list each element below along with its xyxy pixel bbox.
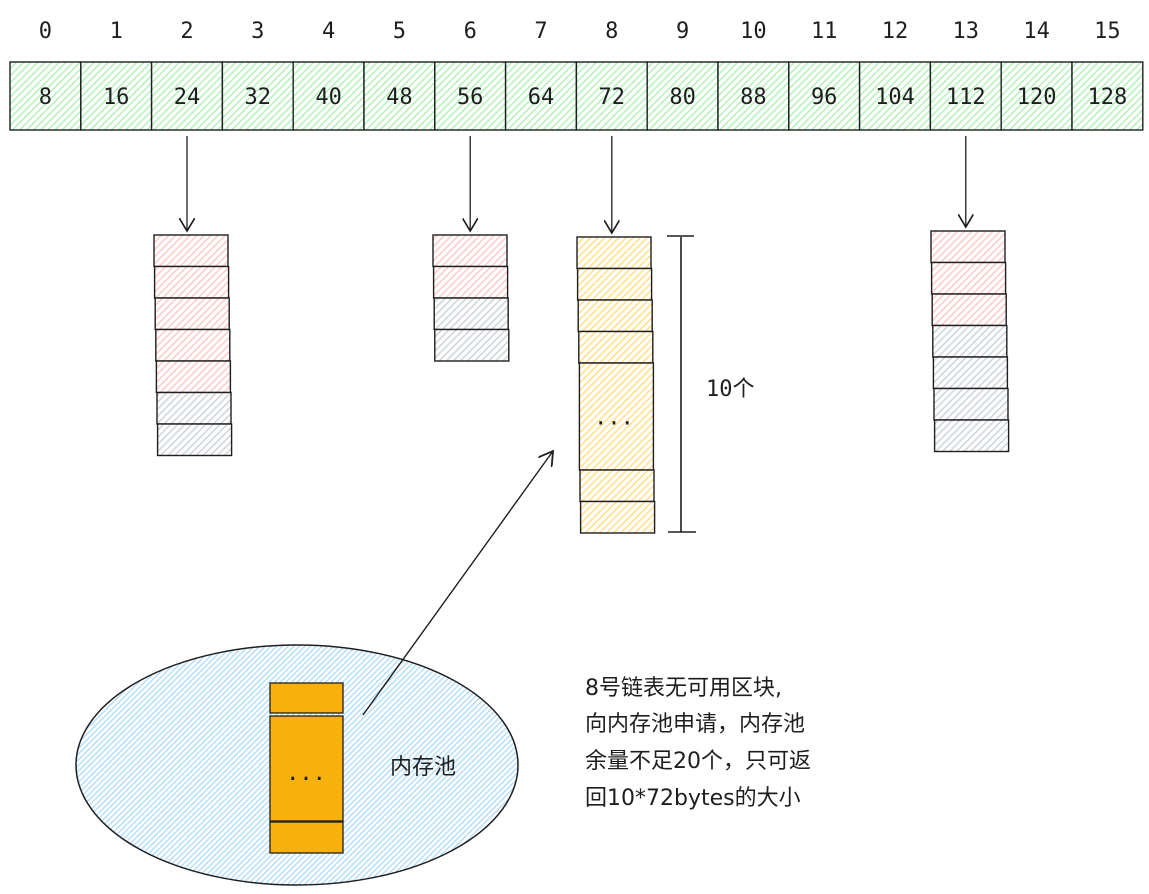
size-label: 40 [315,85,342,110]
free-list-cell [858,61,932,131]
size-label: 128 [1088,85,1128,110]
free-list-cell [150,61,224,131]
block-used [154,297,230,331]
block-used [930,261,1007,295]
block-free [932,324,1008,358]
block-new [576,236,652,270]
block-used [930,230,1006,264]
index-label: 8 [605,19,618,44]
index-label: 3 [251,19,264,44]
free-list-cell [292,61,365,131]
block-used [432,265,509,299]
free-list-cell [575,61,648,131]
block-used [153,234,229,268]
block-free [156,423,233,457]
index-label: 0 [39,19,52,44]
size-label: 72 [599,85,626,110]
refill-arrow [362,451,553,716]
free-list-cell [1071,61,1144,131]
free-list-cell [363,61,436,131]
index-label: 9 [676,19,689,44]
index-label: 15 [1094,19,1121,44]
pool-block [269,821,344,854]
block-used [153,265,230,299]
pool-block-ellipsis [269,715,344,822]
block-free [933,419,1010,453]
block-ellipsis [578,362,655,471]
size-label: 120 [1017,85,1057,110]
note-line: 回10*72bytes的大小 [585,786,801,811]
size-label: 104 [875,85,915,110]
chains: ... [153,136,1010,534]
chain-13 [930,136,1010,453]
free-list-cell [504,61,578,131]
note-line: 向内存池申请，内存池 [585,712,805,737]
free-list-array: 8 16 24 32 40 48 56 64 72 80 88 96 104 112 120 128 [9,61,1144,131]
block-free [933,387,1009,421]
block-free [932,356,1009,390]
size-label: 48 [386,85,413,110]
count-bracket [667,235,696,533]
size-label: 56 [457,85,484,110]
index-label: 13 [953,19,980,44]
block-new [578,330,654,364]
size-label: 16 [103,85,130,110]
pool-block [269,682,344,714]
index-label: 5 [393,19,406,44]
block-new [576,267,653,301]
index-label: 12 [882,19,909,44]
block-used [155,360,232,394]
index-label: 4 [322,19,335,44]
memory-pool: ... 内存池 [75,644,519,886]
index-label: 14 [1023,19,1050,44]
block-used [155,328,231,362]
pool-label: 内存池 [390,755,456,780]
size-label: 96 [811,85,838,110]
index-label: 6 [464,19,477,44]
size-label: 32 [245,85,272,110]
index-label: 2 [180,19,193,44]
block-new [577,299,653,333]
block-used [432,234,508,268]
block-new [579,469,655,503]
block-used [931,293,1007,327]
free-list-cell [929,61,1002,131]
free-list-cell [434,61,507,131]
chain-6 [432,136,510,362]
size-label: 112 [946,85,986,110]
note-line: 余量不足20个，只可返 [585,749,811,774]
free-list-cell [9,61,82,131]
free-list-cell [788,61,861,131]
free-list-cell [646,61,719,131]
size-label: 24 [174,85,201,110]
chain-2 [153,136,233,457]
block-free [433,297,509,331]
index-label: 1 [110,19,123,44]
index-label: 10 [740,19,767,44]
block-new [579,500,656,534]
block-free [434,328,510,362]
note-line: 8号链表无可用区块, [585,676,782,701]
explanation-note: 8号链表无可用区块, 向内存池申请，内存池 余量不足20个，只可返 回10*72… [585,676,811,811]
size-label: 8 [39,85,52,110]
index-label: 7 [534,19,547,44]
count-label: 10个 [706,377,755,402]
free-list-cell [80,61,153,131]
index-label: 11 [811,19,838,44]
size-label: 80 [669,85,696,110]
size-label: 64 [528,85,555,110]
size-label: 88 [740,85,767,110]
block-free [156,391,232,425]
chain-ellipsis: ... [594,406,634,431]
pool-ellipsis: ... [286,761,326,786]
chain-8: ... [576,136,656,534]
